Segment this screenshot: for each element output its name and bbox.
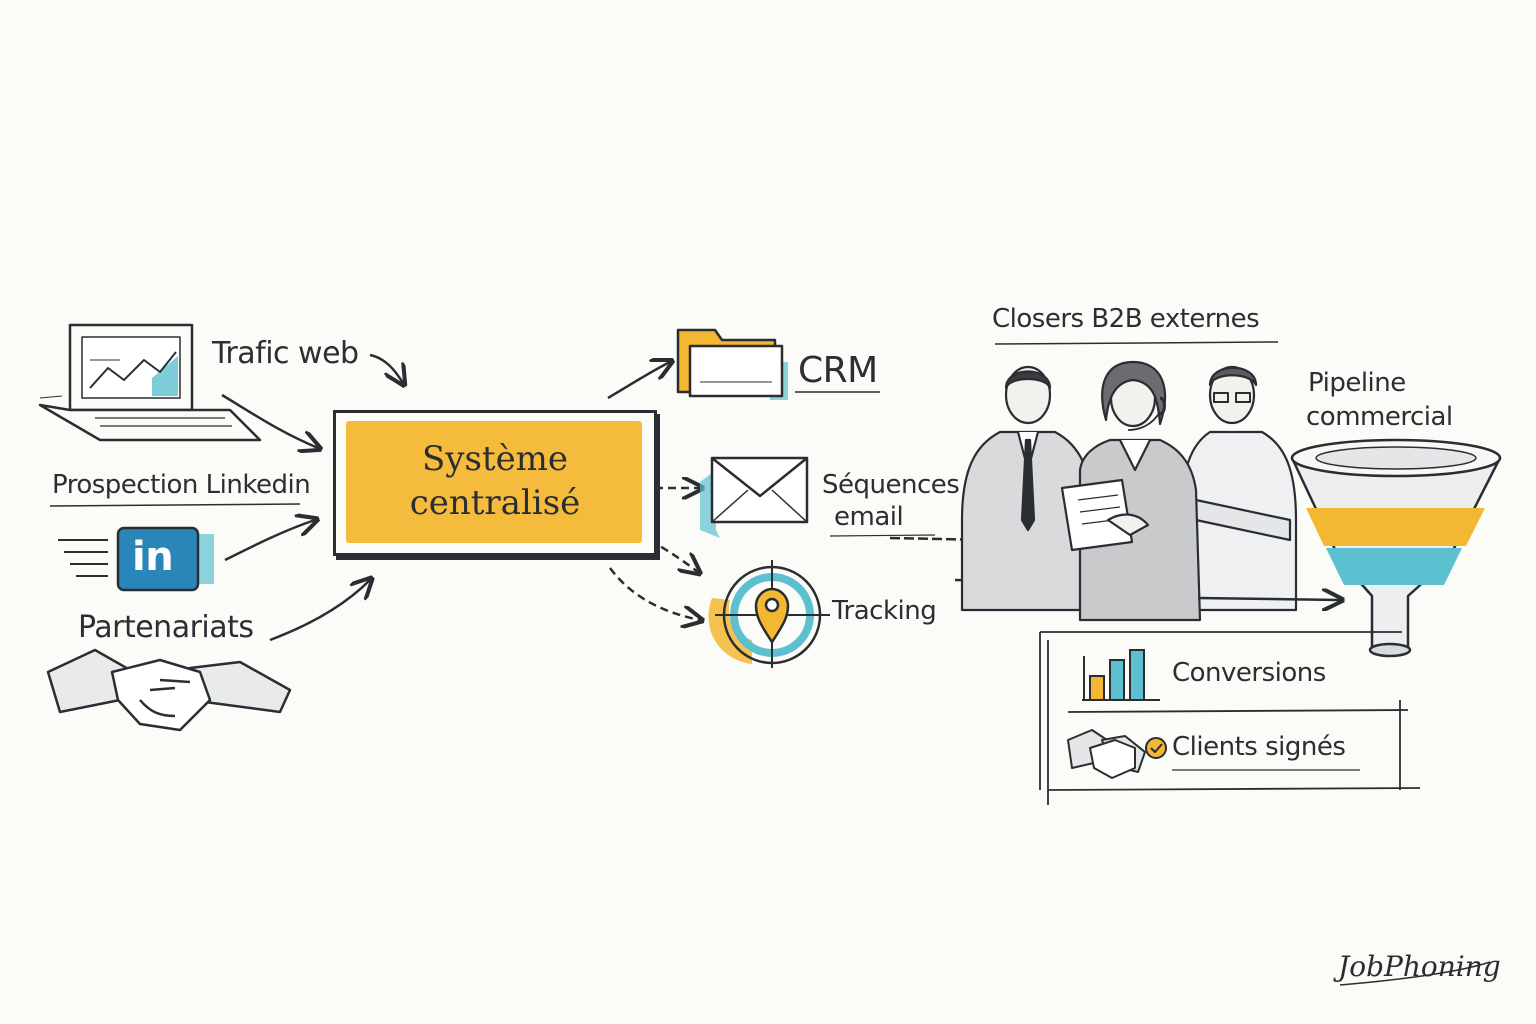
label-partenariats: Partenariats [78,610,254,645]
results-box [1039,631,1421,805]
spacer-line [1340,780,1420,800]
envelope-icon [700,456,809,538]
laptop-icon [38,323,262,442]
central-line-2: centralisé [409,483,581,523]
linkedin-icon [58,526,214,592]
label-email-line1: Séquences [822,470,960,500]
linkedin-underline [49,503,301,507]
arrow-web [221,393,318,448]
arrow-to-closers-1 [889,538,990,540]
label-clients-signes: Clients signés [1172,732,1346,762]
arrow-web-short [369,353,403,383]
email-underline [829,534,936,537]
label-pipeline-line1: Pipeline [1308,368,1406,398]
central-system-box: Système centralisé [333,410,657,556]
label-conversions: Conversions [1172,658,1326,688]
brand-swoosh [1339,961,1491,986]
arrow-crm [607,362,670,400]
arrow-linkedin [224,520,315,562]
arrow-tracking-2 [608,567,700,620]
target-icon [708,560,830,668]
handshake-icon [46,648,292,732]
funnel-icon [1290,438,1502,658]
central-line-1: Système [421,439,569,479]
arrow-partners [269,580,370,642]
closers-people-icon [960,360,1298,622]
folder-icon [676,328,788,400]
central-system-fill [346,421,642,543]
label-trafic-web: Trafic web [212,336,359,371]
label-email-line2: email [834,502,904,532]
closers-underline [994,341,1279,345]
central-system-label: Système centralisé [336,437,654,525]
arrow-tracking-1 [649,538,698,572]
arrow-to-funnel [1197,598,1340,600]
brand-logo: JobPhoning [1338,950,1501,983]
linkedin-logo-text: in [132,534,174,580]
label-pipeline-line2: commercial [1306,402,1453,432]
handshake-check-icon [1067,729,1167,779]
bar-chart-icon [1082,649,1160,701]
label-prospection-linkedin: Prospection Linkedin [52,470,311,500]
label-closers: Closers B2B externes [992,304,1260,334]
label-tracking: Tracking [832,596,937,626]
label-crm: CRM [798,350,878,391]
